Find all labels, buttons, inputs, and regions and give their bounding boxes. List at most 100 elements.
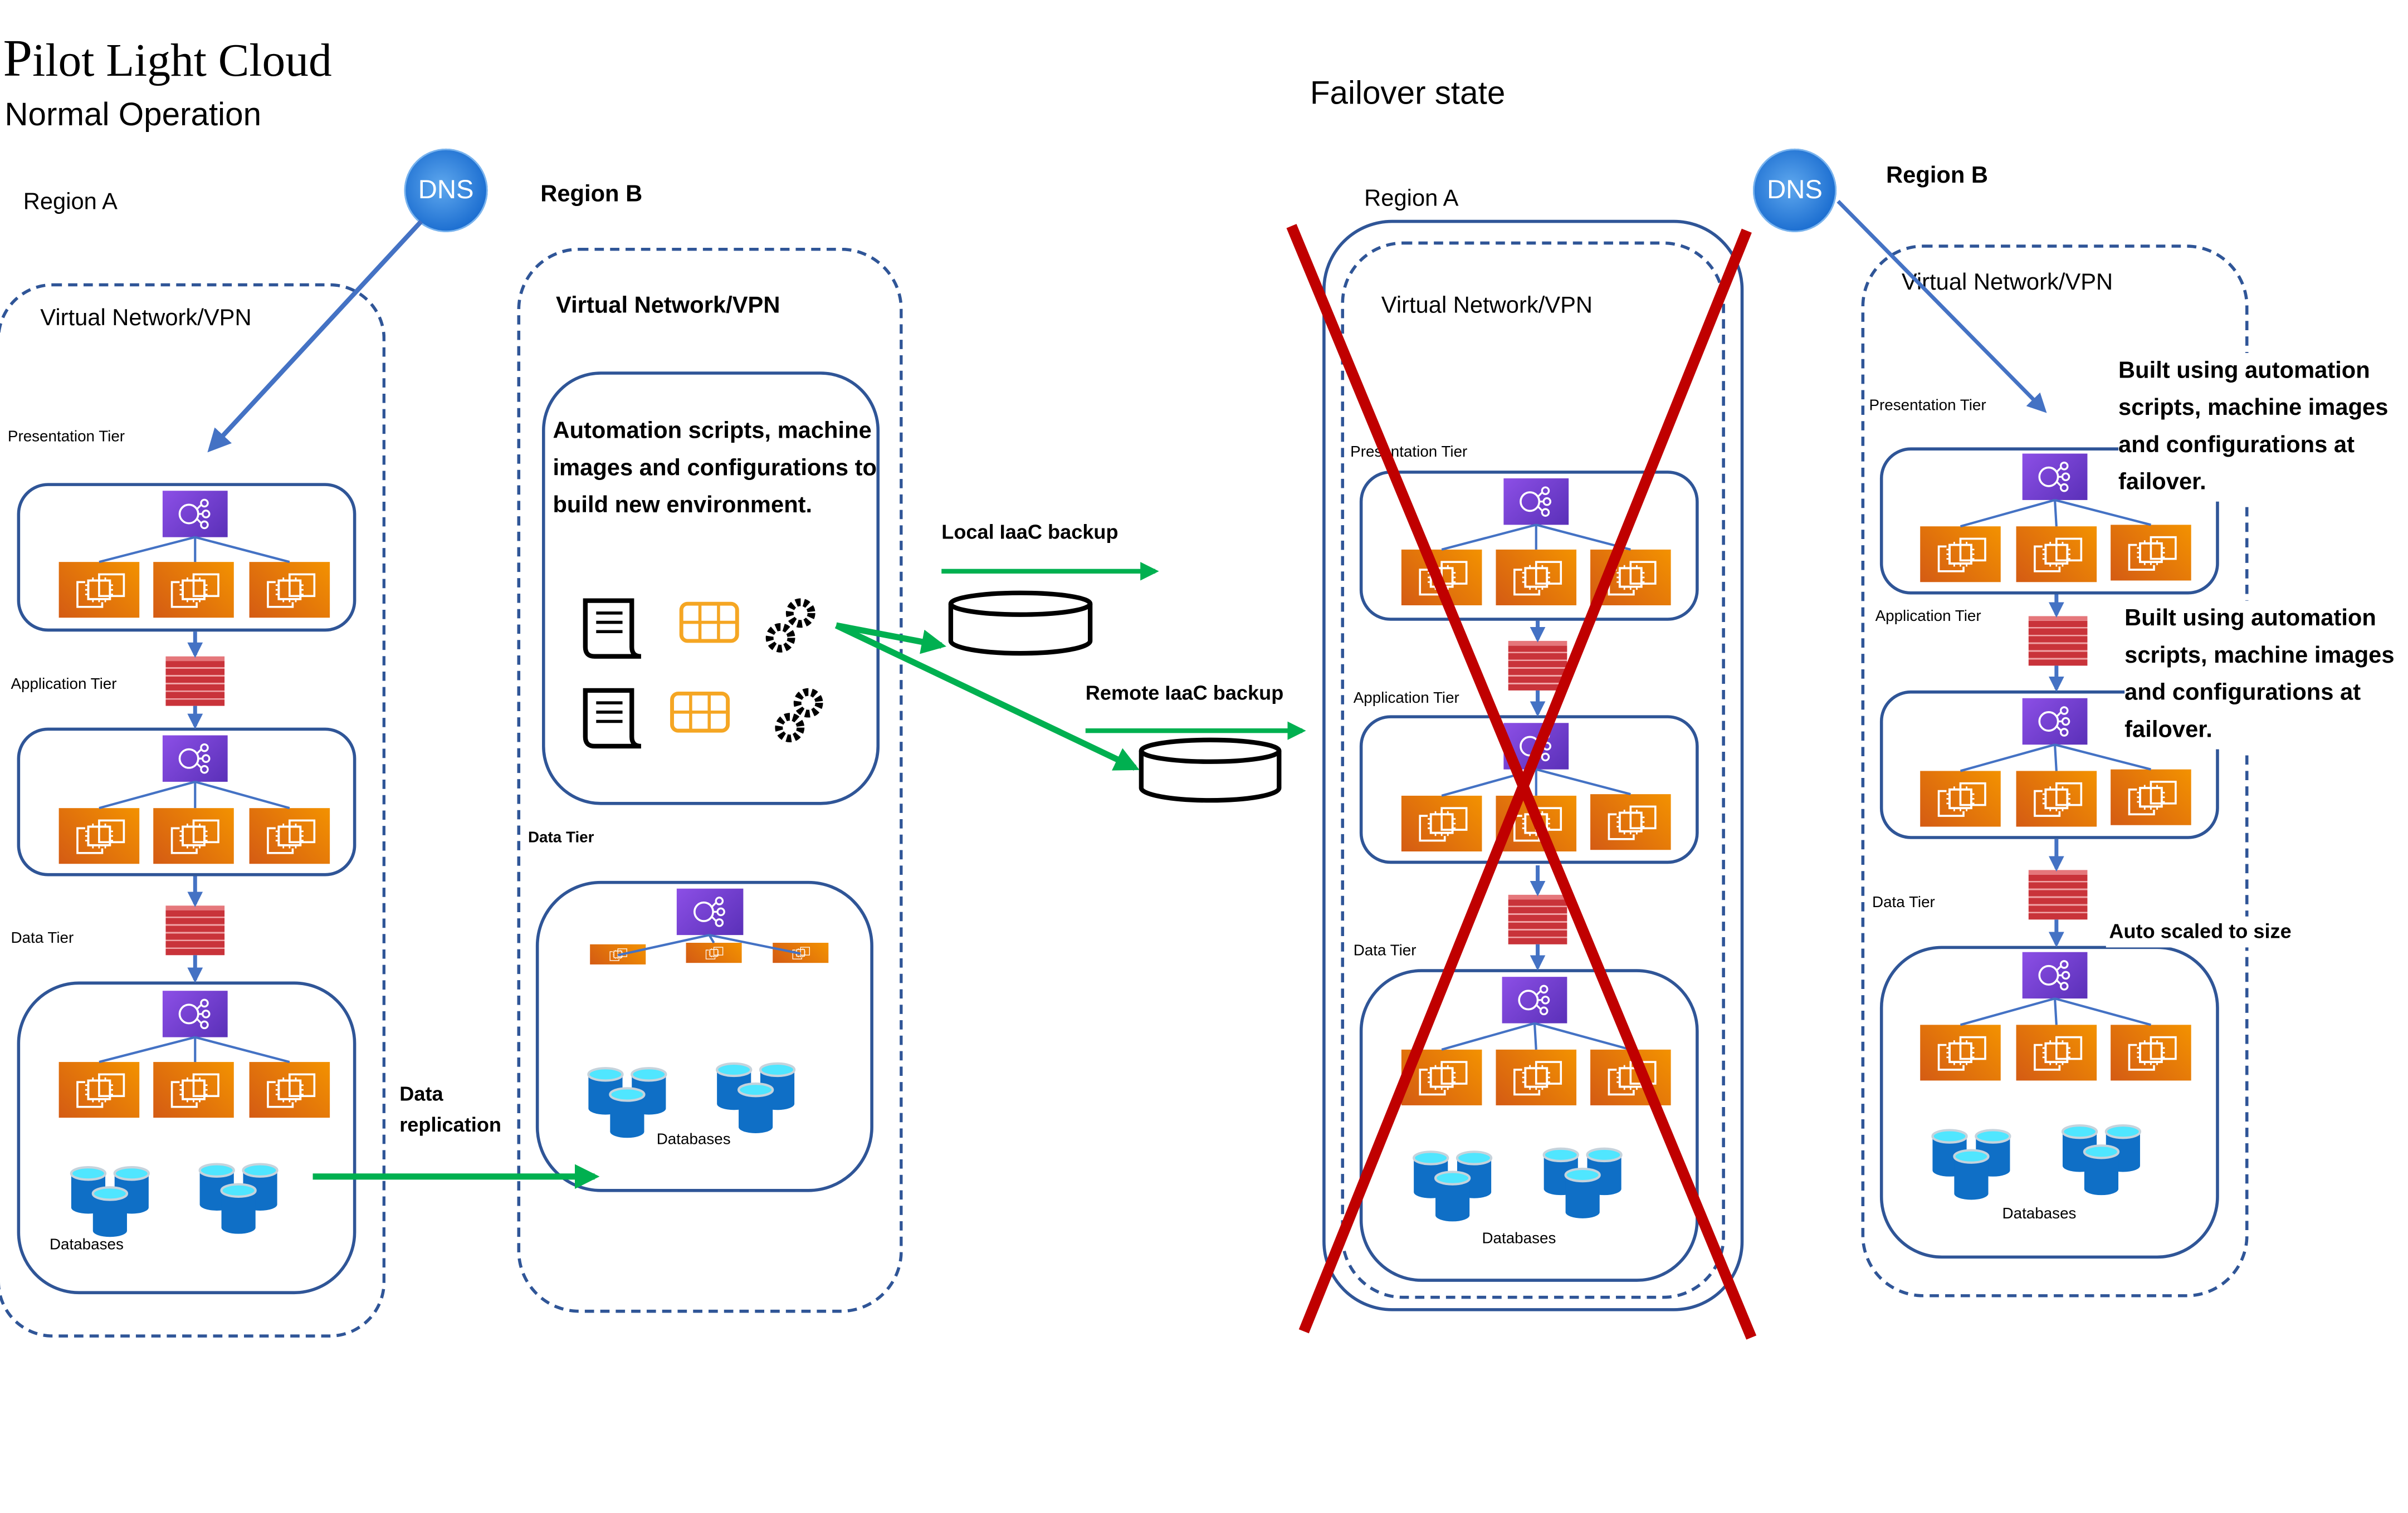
database-cylinder [221,1190,256,1234]
lb-fanout-lines [99,498,2151,1064]
database-group-icon [70,1166,150,1237]
compute-instance-icon [1920,771,2001,827]
gears-icon [775,688,823,743]
load-balancer-icon [676,888,744,936]
databases-label: Databases [49,1237,124,1254]
chip-icon [1937,1036,1986,1071]
load-balancer-icon [162,991,228,1037]
compute-instance-icon [1920,526,2001,582]
db-cylinders [198,1163,279,1234]
chip-icon [76,573,125,608]
compute-instance-icon [249,1062,330,1118]
load-balancer-glyph [1518,985,1550,1016]
dns-label: DNS [1767,175,1823,204]
script-scroll-icon [583,598,642,659]
db-cylinders [2061,1124,2142,1196]
gears-icon [765,598,815,653]
normal-region-a-vnet-label: Virtual Network/VPN [40,305,252,331]
database-cylinder-top [1586,1147,1623,1163]
load-balancer-icon [2022,453,2088,500]
normal-region-b-label: Region B [540,181,643,208]
database-group-icon [2061,1124,2142,1196]
chip-icon [170,1073,219,1108]
chip-icon [170,573,219,608]
database-cylinder-top [1564,1167,1601,1183]
chip-icon [2034,537,2083,572]
database-cylinder-top [716,1062,753,1078]
failover-heading: Failover state [1310,76,1506,112]
database-cylinder-top [609,1087,646,1102]
database-group-icon [716,1062,796,1133]
firewall-icon [1508,640,1567,691]
local-backup-arrow [836,622,946,654]
failover-region-a-label: Region A [1364,185,1459,212]
application-tier-label: Application Tier [1353,690,1459,708]
compute-instance-icon [153,808,234,864]
firewall-icon [2028,870,2088,920]
load-balancer-icon [1503,478,1569,525]
firewall-icon [2028,616,2088,666]
database-cylinder-top [1931,1129,1968,1144]
machine-image-icon [670,691,730,733]
chip-icon [1608,805,1657,840]
load-balancer-glyph [2038,461,2070,492]
title-rest: ilot Light Cloud [32,35,332,87]
diagram-title: Pilot Light Cloud [3,31,332,90]
application-tier-label: Application Tier [11,676,117,694]
database-cylinder [1565,1175,1600,1218]
compute-instance-icon [2111,525,2191,581]
load-balancer-glyph [2038,960,2070,991]
chip-icon [267,1073,316,1108]
database-cylinder-top [1434,1171,1471,1186]
script-scroll-icon [583,688,642,749]
database-cylinder-top [737,1082,774,1098]
remote-backup-storage-icon [1139,737,1282,803]
chip-icon [2034,1036,2083,1071]
database-cylinder-top [242,1163,279,1178]
normal-dns-icon: DNS [404,148,488,232]
presentation-tier-label: Presentation Tier [7,429,125,446]
presentation-tier-box [17,483,356,632]
database-cylinder [92,1193,127,1237]
load-balancer-icon [1502,977,1567,1024]
normal-region-b-vnet-label: Virtual Network/VPN [556,292,780,319]
presentation-tier-label: Presentation Tier [1869,398,1986,415]
database-cylinder-top [113,1166,150,1181]
failover-region-b-label: Region B [1886,162,1989,189]
compute-instance-icon [153,1062,234,1118]
data-tier-label: Data Tier [1872,894,1935,912]
database-cylinder [1435,1178,1470,1222]
normal-region-a-vnet [0,283,386,1338]
load-balancer-icon [162,491,228,537]
database-group-icon [198,1163,279,1234]
database-cylinder-top [1542,1147,1579,1163]
compute-instance-icon [58,808,140,864]
database-group-icon [1931,1129,2011,1200]
remote-backup-arrow [834,623,1140,771]
databases-label: Databases [2002,1206,2077,1223]
firewall-icon [165,656,225,706]
load-balancer-glyph [178,998,211,1030]
database-cylinder-top [2104,1124,2142,1139]
application-tier-failover-note: Built using automation scripts, machine … [2124,600,2408,750]
database-cylinder-top [1455,1150,1493,1166]
chip-icon [1513,1061,1562,1096]
database-cylinder-top [70,1166,107,1181]
compute-instance-icon [2016,771,2097,827]
compute-instance-icon [1920,1025,2001,1081]
application-tier-box [17,727,356,877]
load-balancer-glyph [178,498,211,530]
failover-region-b-vnet-label: Virtual Network/VPN [1901,269,2113,296]
chip-icon [170,819,219,854]
database-cylinder-top [1975,1129,2011,1144]
chip-icon [2128,781,2177,816]
local-backup-storage-icon [948,590,1093,656]
load-balancer-glyph [178,743,211,774]
database-cylinder [1954,1156,1989,1200]
data-tier-box [17,981,356,1295]
database-cylinder-top [1413,1150,1449,1166]
compute-instance-icon [1401,795,1482,851]
remote-backup-label: Remote IaaC backup [1085,681,1284,704]
